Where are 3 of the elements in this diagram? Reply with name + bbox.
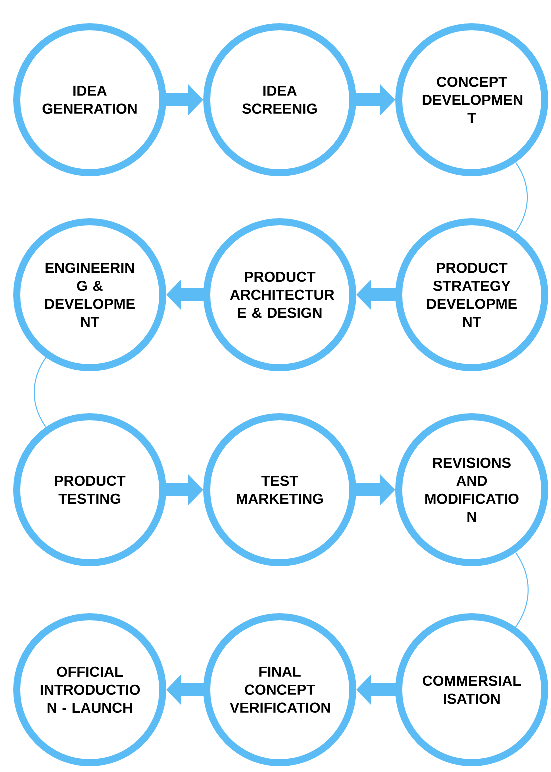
connector-line: [515, 162, 528, 233]
connector-line: [515, 552, 529, 628]
connector-line: [34, 357, 47, 428]
